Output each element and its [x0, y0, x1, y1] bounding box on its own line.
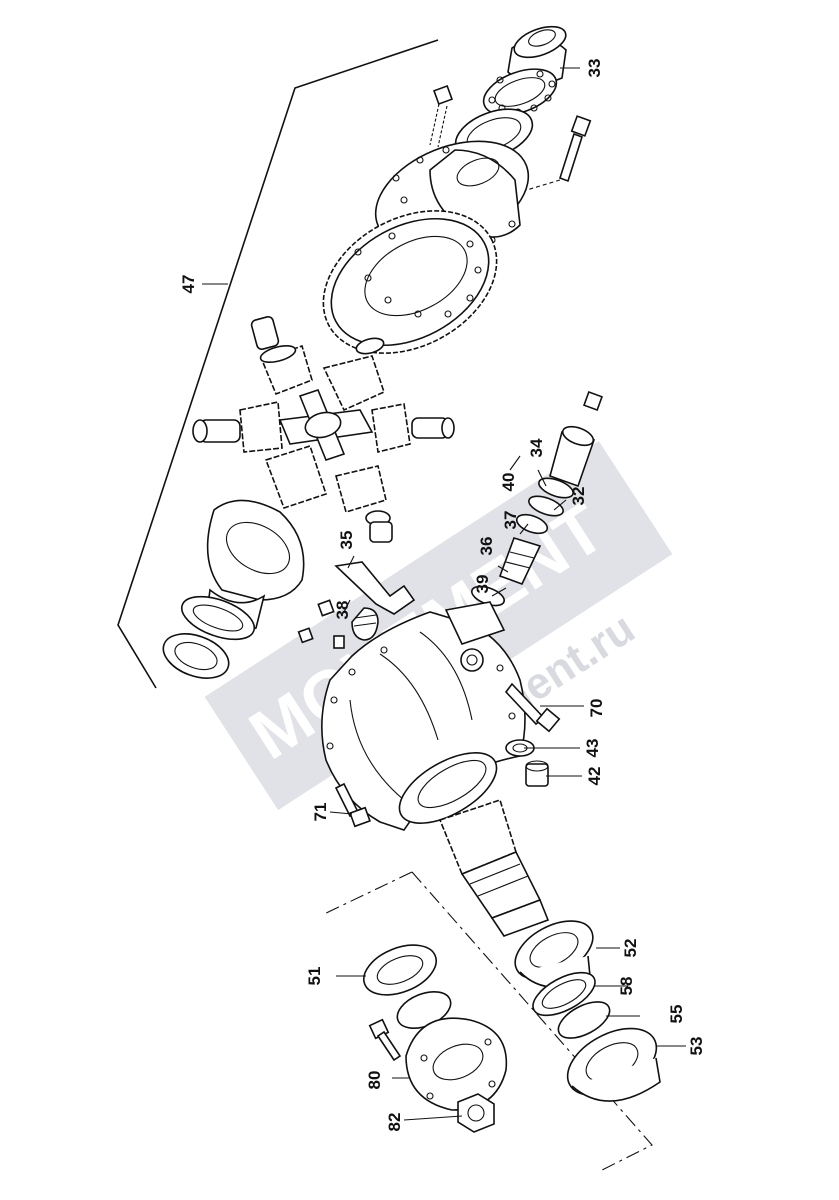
callout-36: 36 — [477, 537, 496, 556]
part-main-housing — [321, 601, 526, 831]
part-side-gear-left — [192, 401, 283, 453]
part-side-gear-bottom — [264, 444, 393, 543]
callout-38: 38 — [333, 601, 352, 620]
group-bracket-47 — [117, 39, 439, 689]
group-bracket-flange — [321, 871, 653, 1173]
callout-40: 40 — [499, 473, 518, 492]
callout-42: 42 — [585, 767, 604, 786]
callout-43: 43 — [583, 739, 602, 758]
leader-lines — [329, 67, 686, 1121]
part-plug-42 — [525, 760, 549, 787]
part-bolt-flange — [368, 1018, 402, 1062]
part-ring-gear — [322, 210, 498, 354]
part-shift-fork-35 — [334, 561, 416, 615]
part-small-screws-38 — [297, 599, 379, 649]
callout-58: 58 — [617, 977, 636, 996]
callout-39: 39 — [473, 575, 492, 594]
part-plug-34 — [549, 425, 596, 488]
part-bearing-53 — [566, 1027, 661, 1102]
part-side-gear-right — [371, 403, 455, 453]
part-ring-58 — [532, 971, 596, 1017]
part-nut-82 — [457, 1093, 495, 1133]
callout-33: 33 — [585, 59, 604, 78]
callout-labels: 33 47 34 40 32 37 36 35 39 38 70 43 42 7… — [179, 59, 706, 1132]
callout-80: 80 — [365, 1071, 384, 1090]
part-bolt-top-left — [429, 85, 453, 148]
part-bolt-top-right — [519, 115, 592, 193]
part-spider-cross — [278, 389, 374, 461]
part-bolt-70 — [504, 682, 561, 733]
part-pinion-top-right — [322, 337, 385, 412]
callout-71: 71 — [311, 803, 330, 822]
callout-53: 53 — [687, 1037, 706, 1056]
callout-32: 32 — [569, 487, 588, 506]
part-flange-80 — [405, 1017, 508, 1111]
callout-55: 55 — [667, 1005, 686, 1024]
callout-51: 51 — [305, 967, 324, 986]
callout-37: 37 — [501, 511, 520, 530]
part-bolt-34 — [583, 391, 603, 411]
part-drive-pinion — [438, 798, 550, 937]
part-pinion-top-left — [250, 315, 313, 396]
callout-70: 70 — [587, 699, 606, 718]
callout-35: 35 — [337, 531, 356, 550]
part-o-rings — [515, 477, 574, 535]
part-seal-51 — [363, 944, 452, 1029]
callout-82: 82 — [385, 1113, 404, 1132]
part-ring-55 — [557, 1001, 611, 1039]
callout-52: 52 — [621, 939, 640, 958]
callout-47: 47 — [179, 275, 198, 294]
part-shaft-36 — [498, 537, 542, 586]
part-bolt-71 — [334, 782, 371, 828]
callout-34: 34 — [527, 438, 546, 457]
part-lower-bearing — [162, 595, 256, 679]
